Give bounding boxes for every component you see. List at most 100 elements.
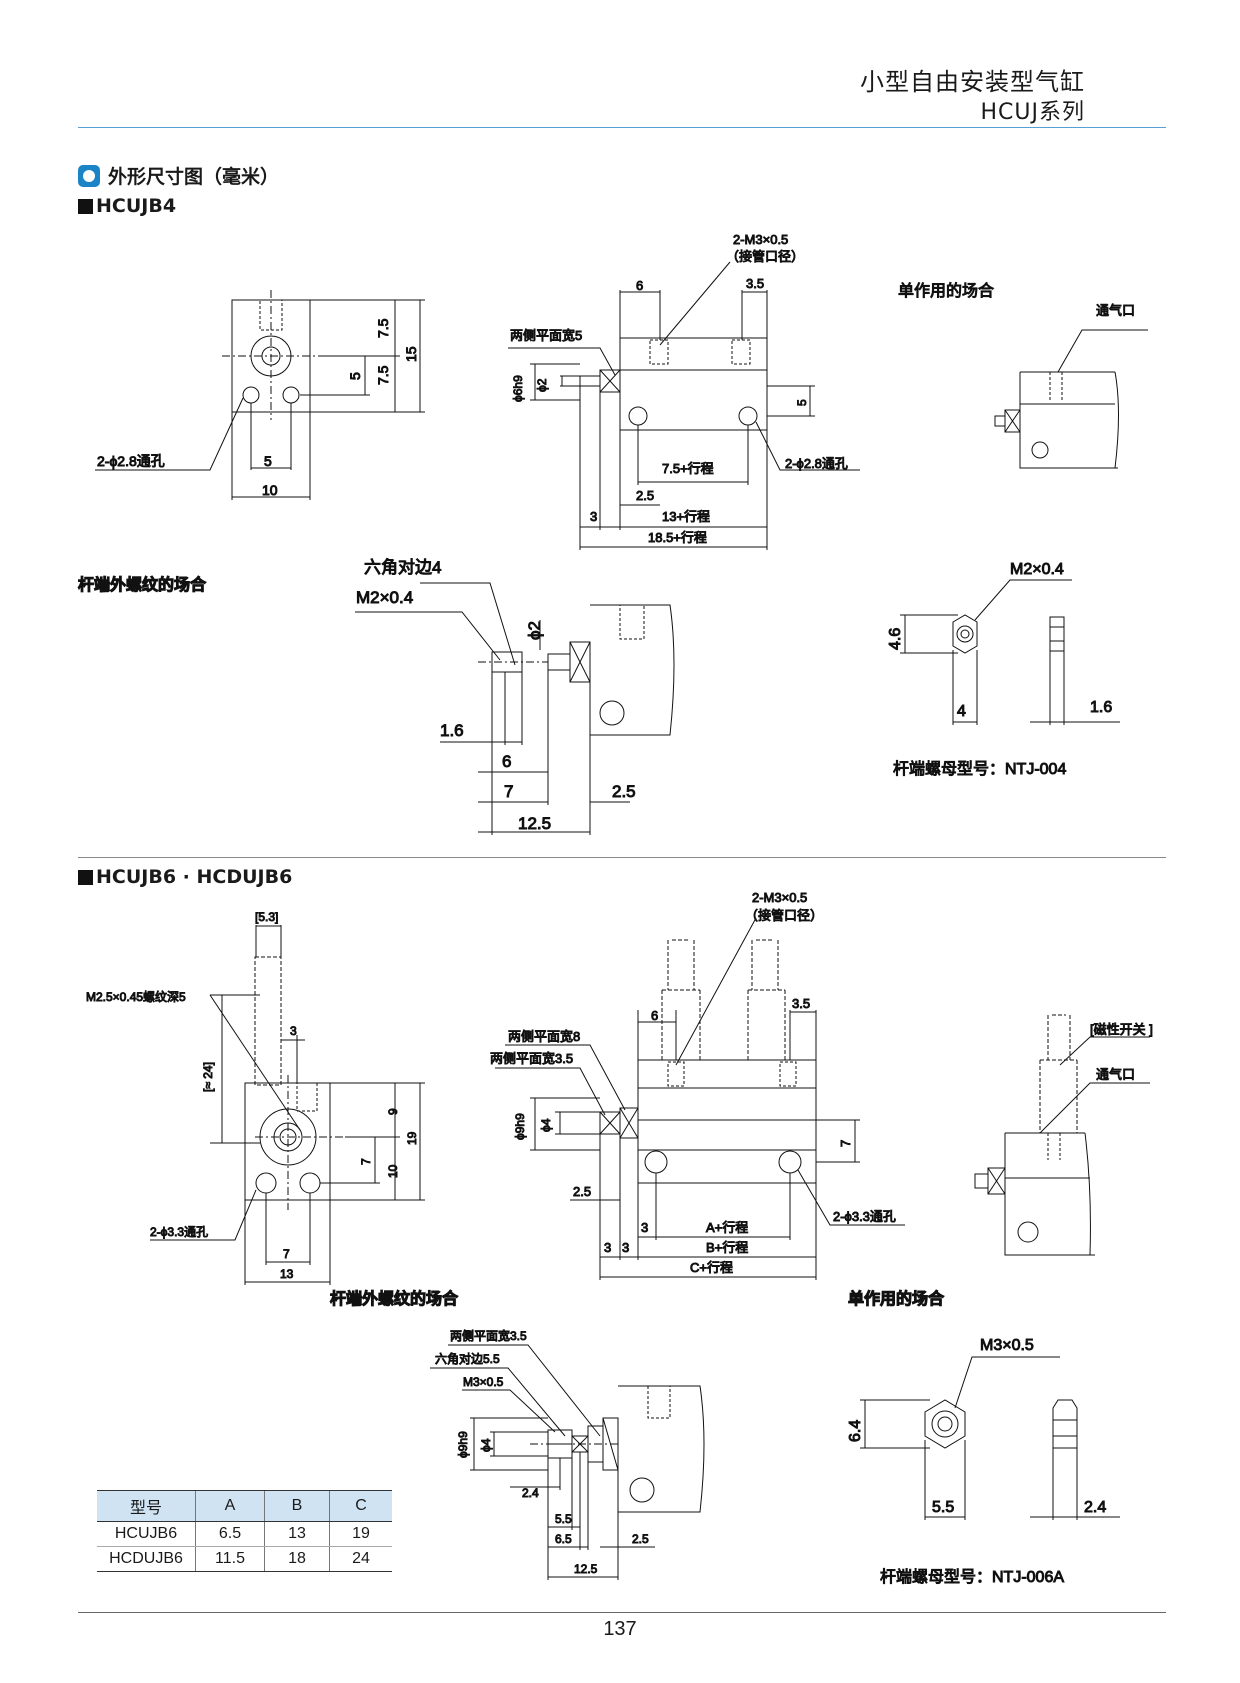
m1-rod-hex: 六角对边4 (364, 558, 441, 577)
m2-front-d13: 13 (280, 1267, 294, 1281)
square-bullet-icon (78, 869, 93, 885)
m1-side-s7-5: 7.5+行程 (662, 461, 714, 476)
m2-nut-m3: M3×0.5 (980, 1337, 1034, 1354)
footer-rule (78, 1612, 1166, 1613)
m2-nut-detail (860, 1356, 1120, 1520)
m2-side-hole: 2-ϕ3.3通孔 (833, 1209, 896, 1224)
m1-nut-detail (900, 579, 1120, 725)
m2-side-phi9h9: ϕ9h9 (513, 1113, 527, 1140)
m1-side-d3-5: 3.5 (746, 276, 764, 291)
m2-side-d7v: 7 (838, 1140, 853, 1147)
m2-single-vent: 通气口 (1096, 1067, 1135, 1082)
m2-nut-d2-4: 2.4 (1084, 1499, 1106, 1516)
m2-rod-phi9h9: ϕ9h9 (456, 1431, 470, 1458)
m2-front-d7: 7 (283, 1247, 290, 1261)
m1-front-d15: 15 (403, 346, 419, 362)
header-title: 小型自由安装型气缸 (860, 68, 1085, 96)
table-row: HCDUJB6 11.5 18 24 (97, 1546, 392, 1572)
m2-side-d6: 6 (651, 1008, 658, 1023)
m2-rod-m3: M3×0.5 (463, 1375, 504, 1389)
m1-nut-d4: 4 (957, 703, 966, 720)
header-series: HCUJ系列 (980, 100, 1085, 125)
m2-front-d7v: 7 (359, 1158, 373, 1165)
m1-side-flat: 两侧平面宽5 (510, 328, 582, 343)
m1-side-d6: 6 (636, 278, 643, 293)
m1-side-d5v: 5 (795, 399, 809, 406)
m2-side-view (495, 917, 905, 1280)
m2-front-d10: 10 (386, 1164, 400, 1178)
m2-rod-d6-5: 6.5 (555, 1532, 572, 1546)
m1-front-d7-5b: 7.5 (375, 365, 391, 385)
m1-side-port-note: （接管口径） (726, 249, 804, 264)
m1-side-port: 2-M3×0.5 (733, 232, 788, 247)
m2-front-view (150, 925, 425, 1285)
m2-front-d5-3: [5.3] (255, 910, 278, 924)
m2-front-d3: 3 (290, 1024, 297, 1038)
table-cell: 18 (264, 1546, 330, 1572)
m2-side-d3c: 3 (622, 1240, 629, 1255)
m2-front-hole: 2-ϕ3.3通孔 (150, 1225, 208, 1239)
m2-side-sB: B+行程 (706, 1240, 748, 1255)
m1-rod-d6: 6 (502, 752, 511, 771)
header-rule (78, 127, 1166, 128)
m1-side-phi6h9: ϕ6h9 (511, 375, 525, 402)
model1-heading: HCUJB4 (78, 195, 176, 217)
m1-side-s13: 13+行程 (662, 509, 710, 524)
m1-front-d5v: 5 (347, 372, 363, 380)
m2-nut-d5-5: 5.5 (932, 1499, 954, 1516)
m1-side-phi2: ϕ2 (535, 378, 549, 392)
section-bullet-icon (78, 164, 100, 187)
m2-side-d3a: 3 (641, 1220, 648, 1235)
table-header-a: A (195, 1490, 265, 1522)
page-number: 137 (603, 1618, 637, 1640)
m1-front-d10: 10 (262, 482, 278, 498)
dimension-table: 型号 A B C HCUJB6 6.5 13 19 HCDUJB6 11.5 1… (97, 1490, 392, 1572)
table-cell: HCUJB6 (97, 1521, 196, 1547)
table-cell: 24 (329, 1546, 392, 1572)
m2-side-sA: A+行程 (706, 1220, 748, 1235)
m2-side-flat3-5: 两侧平面宽3.5 (490, 1051, 573, 1066)
m2-rod-d2-5: 2.5 (632, 1532, 649, 1546)
m1-rod-d2-5: 2.5 (612, 782, 636, 801)
m2-single-label: 单作用的场合 (848, 1289, 945, 1308)
m2-rod-hex: 六角对边5.5 (435, 1352, 500, 1366)
m2-front-d19: 19 (405, 1131, 419, 1145)
m1-side-s18-5: 18.5+行程 (648, 530, 707, 545)
m2-front-thread: M2.5×0.45螺纹深5 (86, 990, 186, 1004)
m1-rod-phi2: ϕ2 (525, 621, 544, 640)
m2-side-d3b: 3 (604, 1240, 611, 1255)
m2-rod-d2-4: 2.4 (522, 1486, 539, 1500)
table-cell: 6.5 (195, 1521, 265, 1547)
m1-nut-model: 杆端螺母型号：NTJ-004 (893, 760, 1066, 778)
m2-single-switch: [磁性开关 ] (1090, 1022, 1153, 1037)
m2-side-d2-5: 2.5 (573, 1184, 591, 1199)
table-header-c: C (329, 1490, 392, 1522)
m1-nut-m2: M2×0.4 (1010, 561, 1064, 578)
section-divider (78, 857, 1166, 858)
table-cell: 19 (329, 1521, 392, 1547)
m2-nut-model: 杆端螺母型号：NTJ-006A (880, 1568, 1064, 1586)
m1-rod-detail (355, 582, 675, 835)
m2-side-sC: C+行程 (690, 1260, 733, 1275)
m1-front-d7-5a: 7.5 (375, 318, 391, 338)
table-header-b: B (264, 1490, 330, 1522)
m2-rod-d5-5: 5.5 (555, 1512, 572, 1526)
m1-front-d5: 5 (264, 453, 272, 469)
table-cell: 13 (264, 1521, 330, 1547)
m2-side-port: 2-M3×0.5 (752, 890, 807, 905)
m2-side-flat8: 两侧平面宽8 (508, 1029, 580, 1044)
m1-side-d3: 3 (590, 509, 597, 524)
m1-nut-d1-6: 1.6 (1090, 699, 1112, 716)
m2-side-phi4: ϕ4 (539, 1118, 553, 1132)
m1-rod-d7: 7 (504, 782, 513, 801)
m2-rod-flat: 两侧平面宽3.5 (450, 1328, 527, 1343)
m2-front-d24: [≈ 24] (201, 1062, 215, 1092)
m2-rod-d12-5: 12.5 (574, 1562, 598, 1576)
m1-single-vent: 通气口 (1096, 303, 1135, 318)
section-title: 外形尺寸图（毫米） (78, 162, 279, 189)
table-row: HCUJB6 6.5 13 19 (97, 1521, 392, 1547)
m2-rod-detail (430, 1344, 705, 1580)
table-header-model: 型号 (97, 1490, 196, 1522)
table-cell: HCDUJB6 (97, 1546, 196, 1572)
